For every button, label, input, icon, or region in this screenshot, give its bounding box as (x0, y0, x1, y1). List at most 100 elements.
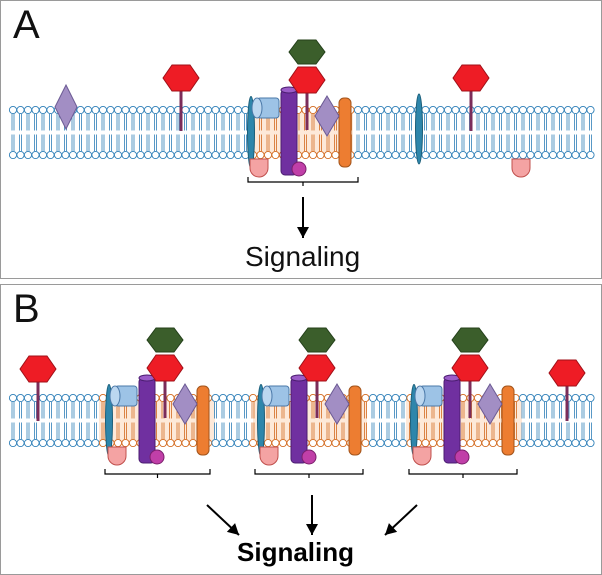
lipid-head (38, 105, 48, 115)
membrane-bilayer (8, 105, 595, 160)
cylinder-cap (261, 385, 273, 407)
lipid-head (196, 150, 205, 160)
lipid-head (586, 393, 595, 403)
lavender-diamond-protein (172, 383, 198, 425)
brackets (104, 469, 518, 478)
lipid-head (83, 438, 93, 448)
lipid-head (488, 150, 498, 160)
green-hexagon-ligand (288, 39, 326, 65)
lipid-head (361, 438, 370, 448)
lipid-head (83, 150, 93, 160)
lipid-head (211, 438, 220, 448)
cluster-bracket (408, 469, 518, 475)
lipid-head (323, 150, 333, 160)
lipid-head (23, 393, 33, 403)
arrowhead (385, 523, 398, 535)
lipid-head (563, 105, 573, 115)
lipid-head (571, 150, 580, 160)
cluster-bracket (254, 469, 364, 475)
lipid-head (308, 150, 318, 160)
lipid-head (368, 105, 378, 115)
lipid-head (428, 438, 438, 448)
red-hexagon-receptor (298, 354, 336, 382)
lipid-head (16, 105, 25, 115)
purple-receptor-protein (138, 377, 156, 464)
lipid-head (391, 150, 400, 160)
lipid-head (473, 105, 483, 115)
lipid-head (61, 393, 70, 403)
lipid-head (586, 150, 595, 160)
lipid-head (241, 438, 250, 448)
lipid-head (533, 150, 543, 160)
lipid-head (241, 393, 250, 403)
lipid-head (518, 150, 528, 160)
lipid-head (83, 105, 93, 115)
signaling-label-a: Signaling (245, 241, 361, 272)
lipid-head (128, 438, 138, 448)
lipid-head (541, 150, 550, 160)
lipid-head (166, 438, 175, 448)
lipid-head (16, 438, 25, 448)
panel-b-diagram (8, 327, 595, 536)
lipid-head (278, 438, 288, 448)
lipid-head (503, 105, 513, 115)
lipid-head (181, 105, 190, 115)
lipid-head (578, 150, 588, 160)
lipid-head (158, 105, 168, 115)
pink-peripheral-protein (259, 446, 279, 466)
pink-peripheral-protein (412, 446, 432, 466)
lipid-head (121, 438, 130, 448)
lipid-head (143, 105, 153, 115)
lipid-head (98, 150, 108, 160)
teal-transmembrane-protein (415, 93, 423, 165)
cluster-bracket (247, 177, 359, 183)
orange-transmembrane-protein (338, 97, 352, 168)
panel-a-diagram (8, 39, 595, 238)
red-hexagon-receptor (288, 66, 326, 94)
lipid-head (473, 150, 483, 160)
lipid-head (256, 150, 265, 160)
lipid-head (203, 150, 213, 160)
lipid-head (541, 438, 550, 448)
purple-receptor-protein (443, 377, 461, 464)
red-hexagon-receptor (452, 64, 490, 92)
lipid-head (218, 438, 228, 448)
lipid-head (353, 105, 363, 115)
signal-arrows (206, 495, 418, 536)
lipid-head (128, 150, 138, 160)
lipid-head (518, 105, 528, 115)
lipid-head (533, 438, 543, 448)
panel-letter-a: A (13, 3, 40, 47)
magenta-adaptor-protein (149, 449, 165, 465)
lipid-head (173, 150, 183, 160)
lipid-head (128, 105, 138, 115)
lipid-head (76, 105, 85, 115)
lipid-head (91, 150, 100, 160)
lipid-head (113, 438, 123, 448)
lipid-head (8, 105, 18, 115)
lipid-head (428, 150, 438, 160)
lipid-head (556, 438, 565, 448)
lipid-head (496, 105, 505, 115)
lipid-head (158, 438, 168, 448)
lipid-head (526, 150, 535, 160)
lipid-head (406, 105, 415, 115)
lipid-head (398, 438, 408, 448)
lipid-head (503, 150, 513, 160)
lipid-head (121, 150, 130, 160)
green-hexagon-ligand (298, 327, 336, 353)
magenta-adaptor-protein (291, 161, 307, 177)
lipid-head (421, 105, 430, 115)
lipid-head (398, 105, 408, 115)
lipid-head (263, 150, 273, 160)
lipid-head (376, 105, 385, 115)
lipid-head (46, 150, 55, 160)
lipid-head (218, 393, 228, 403)
lipid-head (16, 393, 25, 403)
lipid-head (91, 438, 100, 448)
lipid-head (76, 393, 85, 403)
panel-a: A Signaling (0, 0, 602, 279)
lipid-head (451, 150, 460, 160)
cylinder-cap (414, 385, 426, 407)
lipid-head (466, 150, 475, 160)
